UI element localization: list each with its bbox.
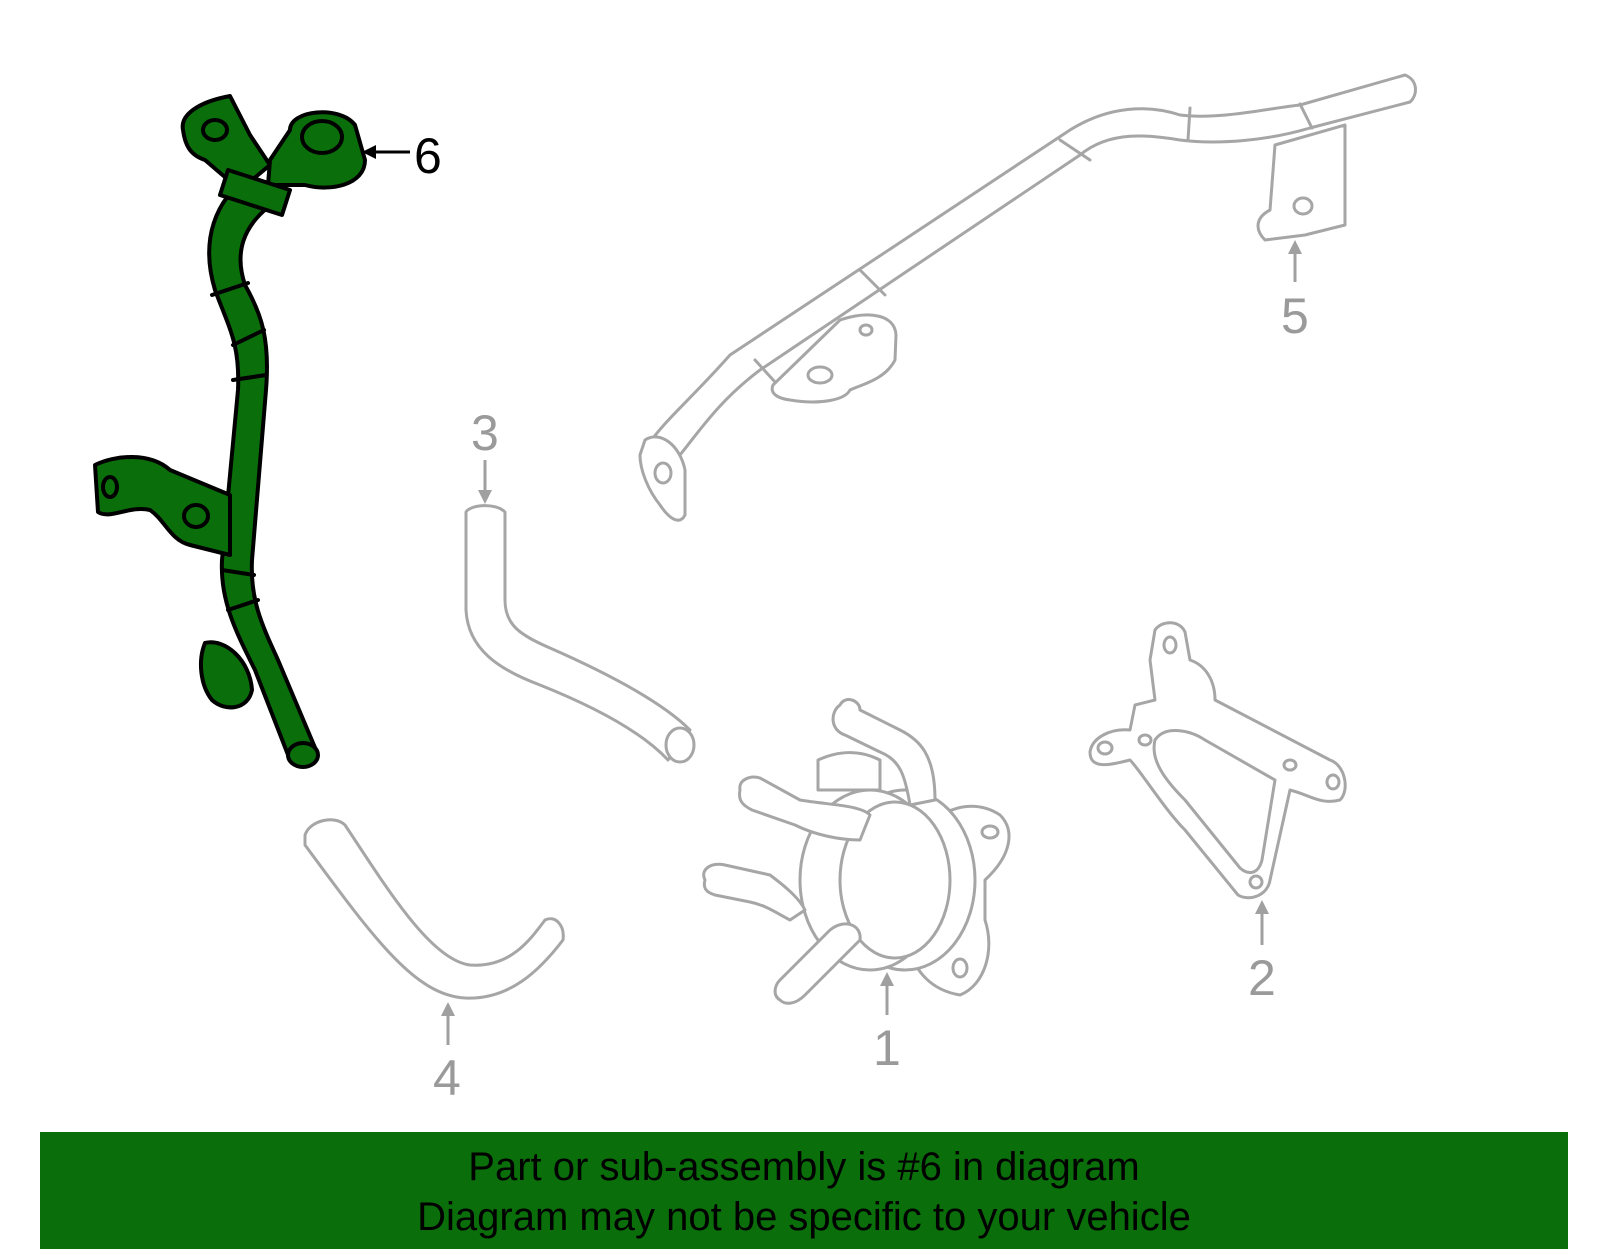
part-3-hose[interactable] xyxy=(464,504,696,764)
part-5-section-line-2 xyxy=(858,268,887,297)
callout-5: 5 xyxy=(1281,240,1309,344)
banner-line-2: Diagram may not be specific to your vehi… xyxy=(417,1195,1191,1239)
part-5-mid-bracket xyxy=(770,313,898,404)
part-5-end-tab-hole xyxy=(653,461,673,485)
callout-2: 2 xyxy=(1248,900,1276,1006)
part-5-section-line-3 xyxy=(1058,138,1092,162)
part-1-flange-hole-1 xyxy=(980,824,1000,840)
part-3-hose-body xyxy=(464,504,692,762)
part-1-fitting-top-2 xyxy=(816,751,882,792)
part-6-top-left-flange xyxy=(180,94,272,192)
part-2-bracket[interactable] xyxy=(1088,621,1347,900)
part-6-tube-end xyxy=(286,741,320,769)
part-5-right-bracket xyxy=(1256,123,1347,242)
callout-3-label: 3 xyxy=(471,405,499,461)
callout-1: 1 xyxy=(873,972,901,1076)
part-5-mid-bracket-hole xyxy=(806,365,834,385)
part-6-bracket-hole-1 xyxy=(101,475,119,499)
part-2-hole-mid-right xyxy=(1282,758,1298,772)
callout-6: 6 xyxy=(362,128,442,184)
part-1-fitting-top xyxy=(831,698,937,807)
part-1-body-ring xyxy=(838,800,952,960)
part-5-right-bracket-hole xyxy=(1292,196,1314,216)
callout-4: 4 xyxy=(433,1002,461,1106)
part-2-hole-left xyxy=(1096,740,1114,756)
part-1-oil-cooler[interactable] xyxy=(702,698,1011,1005)
part-6-bracket-hole-2 xyxy=(182,503,210,529)
part-5-section-line-4 xyxy=(1186,106,1192,142)
callout-6-label: 6 xyxy=(414,128,442,184)
part-6-mid-bracket xyxy=(93,455,232,557)
part-2-hole-right xyxy=(1325,773,1341,791)
part-5-mid-bracket-hole-2 xyxy=(858,323,874,337)
part-6-section-line-4 xyxy=(220,568,256,577)
callout-2-label: 2 xyxy=(1248,950,1276,1006)
part-6-section-line-2 xyxy=(231,328,266,347)
part-5-section-line-5 xyxy=(1298,102,1314,130)
part-5-section-line-1 xyxy=(753,358,777,384)
part-2-hole-top xyxy=(1162,635,1178,655)
part-4-hose[interactable] xyxy=(303,818,565,1000)
banner-line-1: Part or sub-assembly is #6 in diagram xyxy=(468,1145,1140,1189)
part-5-main-tube xyxy=(646,73,1417,457)
part-6-boss-hole xyxy=(300,119,344,155)
part-6-tube-assembly[interactable] xyxy=(93,94,367,769)
part-1-fitting-bottom xyxy=(773,922,862,1005)
callout-5-label: 5 xyxy=(1281,288,1309,344)
part-4-hose-body xyxy=(303,818,565,1000)
part-3-hose-end xyxy=(664,726,696,764)
part-6-flange-hole-left xyxy=(201,118,229,142)
part-1-fitting-left-upper xyxy=(738,775,872,842)
part-2-hole-bottom xyxy=(1248,874,1264,890)
part-6-lower-tab xyxy=(198,640,254,710)
callout-4-label: 4 xyxy=(433,1050,461,1106)
part-2-bracket-cutout xyxy=(1152,729,1277,874)
part-6-section-line-1 xyxy=(210,281,250,297)
part-6-section-line-3 xyxy=(231,373,268,382)
part-1-flange-hole-2 xyxy=(951,957,969,979)
info-banner: Part or sub-assembly is #6 in diagram Di… xyxy=(40,1132,1568,1249)
part-1-fitting-left-lower xyxy=(702,862,807,922)
callout-3: 3 xyxy=(471,405,499,504)
part-2-hole-mid-left xyxy=(1137,733,1153,747)
part-5-tube-bracket[interactable] xyxy=(638,73,1417,522)
callout-1-label: 1 xyxy=(873,1020,901,1076)
part-6-neck-joint xyxy=(218,168,292,217)
part-6-section-line-5 xyxy=(226,598,260,612)
